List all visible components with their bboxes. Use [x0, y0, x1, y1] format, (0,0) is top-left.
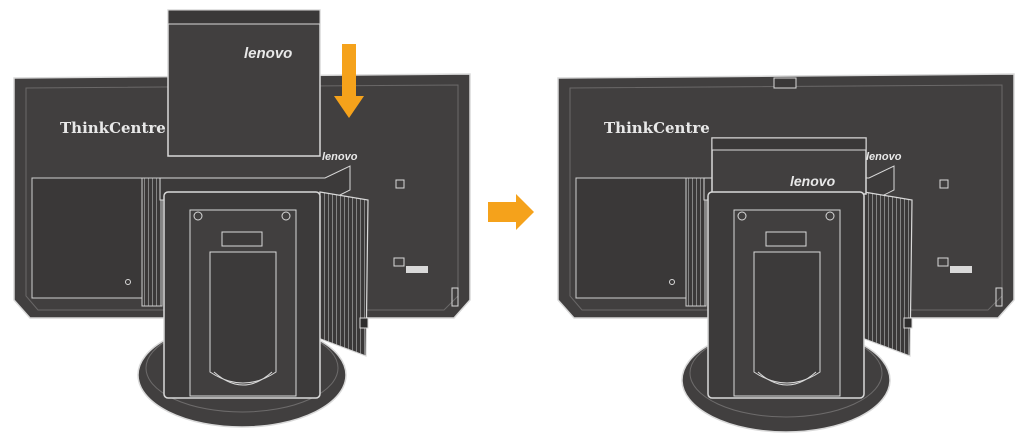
brand-label: ThinkCentre: [604, 119, 710, 137]
side-recess: [575, 177, 697, 299]
monitor-logo: lenovo: [866, 151, 902, 163]
monitor-after: lenovo ThinkCentre lenovo: [557, 73, 1015, 433]
tiny-pc-installed: lenovo: [711, 137, 867, 195]
down-arrow-icon: [334, 44, 364, 118]
monitor-before: ThinkCentre lenovo lenovo: [13, 9, 471, 428]
monitor-logo: lenovo: [322, 151, 358, 163]
brand-label: ThinkCentre: [60, 119, 166, 137]
vent-door: [861, 191, 913, 357]
tiny-pc: lenovo: [167, 9, 321, 157]
vent-door: [317, 191, 369, 357]
pc-logo: lenovo: [244, 45, 292, 62]
pc-logo: lenovo: [790, 173, 836, 189]
right-arrow-icon: [488, 194, 534, 230]
side-recess: [31, 177, 153, 299]
